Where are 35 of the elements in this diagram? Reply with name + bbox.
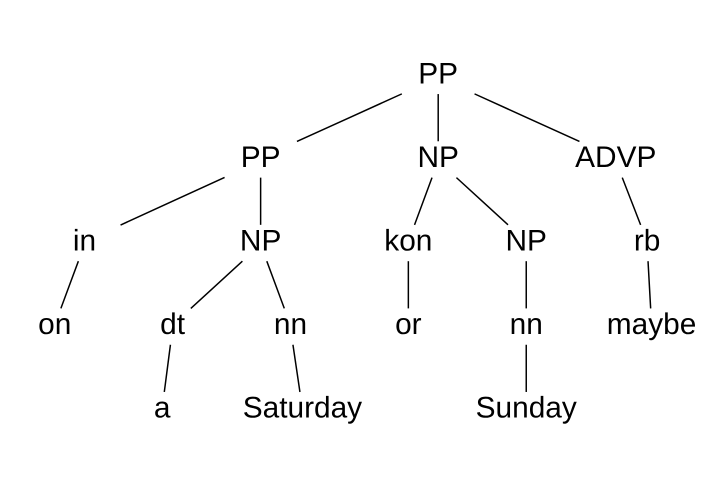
node-text: rb <box>634 224 660 257</box>
node-text: nn <box>274 308 308 341</box>
node-text: on <box>38 308 72 341</box>
node-text: kon <box>384 224 432 257</box>
connector <box>526 344 527 392</box>
node-text: or <box>395 308 422 341</box>
node-text: PP <box>418 56 458 90</box>
node-text: a <box>154 391 170 424</box>
node-text: NP <box>240 224 282 257</box>
connector <box>164 344 172 392</box>
connector <box>622 176 642 225</box>
node-text: Sunday <box>476 391 577 424</box>
connector <box>60 260 80 308</box>
connector <box>526 260 527 308</box>
connector <box>120 176 225 226</box>
node-text: NP <box>417 140 459 174</box>
node-text: Saturday <box>242 391 362 424</box>
node-text: NP <box>506 224 547 257</box>
connector <box>437 94 439 141</box>
node-text: dt <box>160 308 186 341</box>
node-text: PP <box>240 140 281 174</box>
node-text: ADVP <box>575 140 656 174</box>
node-text: nn <box>510 308 543 341</box>
connector <box>456 176 509 225</box>
connector <box>647 260 652 308</box>
connector <box>474 92 580 142</box>
connector <box>408 260 410 308</box>
connector <box>414 176 433 225</box>
connector <box>190 260 243 308</box>
connector <box>292 344 301 392</box>
node-text: maybe <box>606 308 696 341</box>
connector <box>260 177 262 224</box>
connector <box>266 260 285 308</box>
node-text: in <box>72 224 96 257</box>
connector <box>296 92 402 142</box>
